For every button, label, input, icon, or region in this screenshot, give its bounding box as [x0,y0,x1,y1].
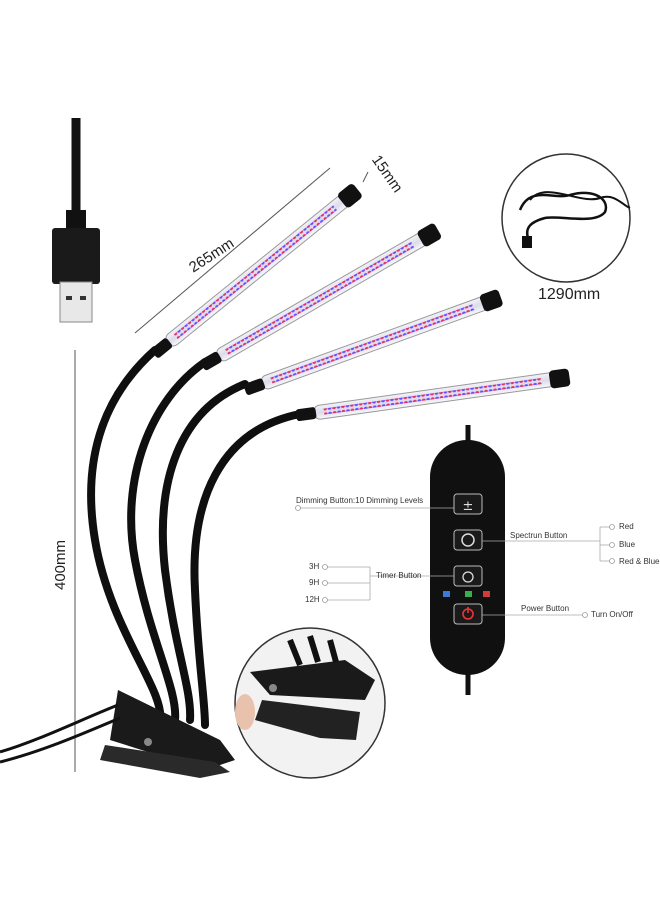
spectrum-option-red: Red [619,522,634,531]
light-bar-1 [151,184,362,358]
cable-length-label: 1290mm [538,286,601,303]
cable-inset [501,153,631,283]
timer-option-9h: 9H [309,578,320,587]
goosenecks [87,346,304,729]
clip-detail-inset [234,627,386,779]
power-action-label: Turn On/Off [591,610,633,619]
light-bar-2 [200,223,442,371]
dimming-label: Dimming Button:10 Dimming Levels [296,496,424,505]
timer-option-3h: 3H [309,562,320,571]
light-bar-4 [295,368,571,422]
height-label: 400mm [52,539,69,590]
svg-text:±: ± [463,499,474,514]
spectrum-option-blue: Blue [619,540,636,549]
spectrum-label: Spectrun Button [510,531,568,540]
timer-label: Timer Button [376,571,422,580]
controller: ± [430,425,505,695]
clip-base [0,690,235,778]
power-label: Power Button [521,604,570,613]
timer-option-12h: 12H [305,595,320,604]
usb-plug [52,118,100,323]
spectrum-option-red-blue: Red & Blue [619,557,660,566]
light-bar-3 [243,289,503,395]
